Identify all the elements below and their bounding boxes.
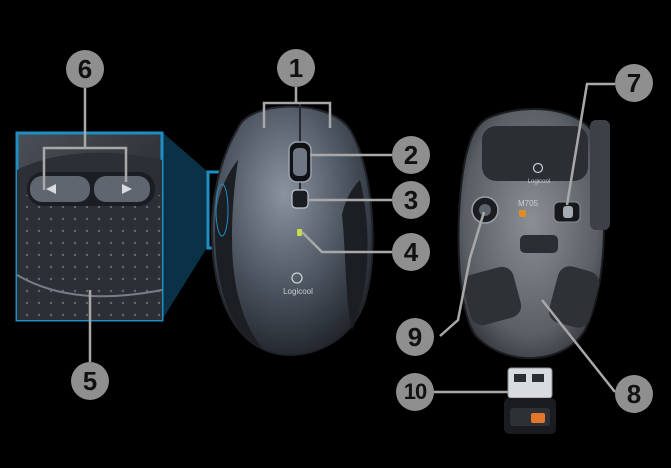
callout-6: 6: [66, 50, 104, 88]
power-switch: [553, 201, 581, 223]
callout-10: 10: [396, 373, 434, 411]
callout-7: 7: [615, 64, 653, 102]
callout-8: 8: [615, 375, 653, 413]
callout-2: 2: [392, 136, 430, 174]
side-highlight-ring: [215, 183, 229, 237]
mouse-bottom-view: Logicool M705: [457, 108, 610, 360]
logicool-logo-top: Logicool: [283, 272, 313, 296]
brand-label-bottom: Logicool: [528, 179, 550, 185]
callout-4: 4: [392, 233, 430, 271]
leader-lines: [42, 82, 616, 394]
callout-9: 9: [396, 318, 434, 356]
side-buttons: [27, 172, 155, 206]
brand-label-top: Logicool: [283, 287, 313, 296]
logicool-logo-bottom: Logicool: [528, 162, 550, 185]
unifying-icon: [531, 413, 545, 423]
forward-arrow-icon: [122, 184, 132, 194]
callout-1: 1: [277, 49, 315, 87]
callout-3: 3: [392, 181, 430, 219]
model-label: M705: [518, 199, 539, 208]
back-arrow-icon: [46, 184, 56, 194]
battery-led: [297, 229, 302, 236]
battery-door-release: [471, 196, 499, 224]
usb-receiver: [504, 367, 556, 434]
mouse-top-view: Logicool: [210, 104, 374, 356]
side-zoom-inset: [15, 131, 232, 322]
callout-5: 5: [71, 362, 109, 400]
mode-shift-button: [291, 189, 309, 209]
